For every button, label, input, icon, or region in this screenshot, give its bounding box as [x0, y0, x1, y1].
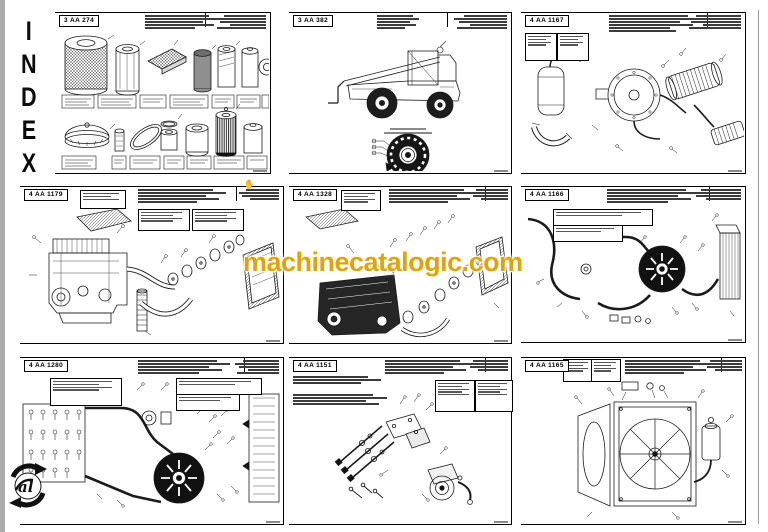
index-panel-air-intake-exhaust[interactable]: 4 AA 1167	[521, 12, 746, 174]
header-divider	[447, 13, 448, 27]
fineprint-models	[229, 360, 279, 375]
sheet-number-mark	[728, 170, 742, 172]
engine-transmission-2-diagram	[305, 208, 509, 337]
index-panel-filters[interactable]: 3 AA 274	[55, 12, 271, 174]
telehandler-diagram	[328, 40, 461, 171]
sheet-number-mark	[728, 339, 742, 341]
fineprint-descriptions	[609, 15, 705, 34]
index-letter: E	[21, 115, 37, 145]
note-stamp	[192, 209, 244, 231]
note-stamp	[591, 359, 621, 382]
fineprint-models	[233, 189, 279, 201]
index-panel-radiator[interactable]: 4 AA 1165	[521, 357, 746, 525]
sheet-number-mark	[266, 340, 280, 342]
fineprint-descriptions	[138, 360, 234, 375]
index-panel-engine-transmission[interactable]: 4 AA 1179 ✋	[20, 180, 284, 344]
brand-logo: al	[9, 463, 47, 508]
fineprint-models	[698, 360, 742, 372]
fineprint-models	[685, 189, 741, 201]
note-stamp	[475, 380, 513, 412]
hand-warning-icon: ✋	[243, 179, 255, 189]
fineprint-descriptions	[625, 360, 717, 375]
index-panel-machine-overview[interactable]: 3 AA 382	[289, 12, 512, 174]
note-stamp	[80, 190, 126, 209]
filters-diagram	[61, 34, 269, 170]
sheet-number-mark	[494, 521, 508, 523]
fineprint-list	[293, 376, 385, 385]
index-panel-cooling-fan-fittings[interactable]: 4 AA 1280	[20, 357, 284, 525]
sheet-number-mark	[728, 521, 742, 523]
index-panel-cooling-hoses-fan[interactable]: 4 AA 1166	[521, 186, 746, 343]
note-stamp	[138, 209, 190, 231]
fineprint-models	[208, 15, 266, 30]
note-stamp	[557, 33, 589, 61]
panel-code: 4 AA 1328	[293, 189, 338, 201]
panel-code: 4 AA 1167	[525, 15, 569, 27]
index-letter: X	[21, 148, 37, 178]
header-divider	[485, 358, 486, 372]
panel-code: 4 AA 1280	[24, 360, 69, 372]
fineprint-descriptions	[145, 15, 223, 30]
header-divider	[205, 13, 206, 27]
index-panel-brackets-bolts[interactable]: 4 AA 1151	[289, 357, 513, 525]
fineprint-descriptions	[389, 189, 481, 204]
fineprint-descriptions	[385, 360, 477, 375]
engine-transmission-diagram	[29, 208, 280, 336]
panel-code: 3 AA 382	[293, 15, 334, 27]
cooling-hoses-fan-diagram	[527, 209, 741, 324]
fineprint-models	[679, 15, 741, 30]
fineprint-descriptions	[377, 15, 421, 30]
sheet-number-mark	[266, 521, 280, 523]
panel-code: 4 AA 1151	[293, 360, 337, 372]
header-divider	[707, 13, 708, 27]
note-stamp	[176, 378, 262, 395]
fineprint-descriptions	[138, 189, 230, 204]
note-stamp	[341, 190, 381, 211]
header-divider	[721, 358, 722, 372]
fineprint-descriptions	[607, 189, 703, 204]
panel-code: 3 AA 274	[59, 15, 100, 27]
index-letter: D	[21, 82, 37, 112]
header-divider	[244, 358, 245, 372]
sheet-number-mark	[494, 340, 508, 342]
note-stamp	[176, 394, 240, 411]
sheet-number-mark	[253, 170, 267, 172]
panel-code: 4 AA 1165	[525, 360, 569, 372]
header-divider	[485, 187, 486, 201]
fineprint-models	[460, 360, 508, 372]
sheet-number-mark	[494, 170, 508, 172]
index-panel-engine-transmission-2[interactable]: 4 AA 1328	[289, 186, 512, 344]
viewer-edge-strip	[0, 0, 5, 532]
note-stamp	[435, 380, 475, 412]
cooling-fan-fittings-diagram	[22, 382, 280, 508]
page-right-edge	[758, 10, 759, 524]
index-letter: I	[25, 16, 32, 46]
fineprint-models	[447, 15, 507, 30]
note-stamp	[525, 33, 557, 61]
radiator-assembly-diagram	[574, 381, 734, 520]
index-letter: N	[21, 49, 37, 79]
note-stamp	[553, 209, 653, 226]
header-divider	[709, 187, 710, 201]
fineprint-list	[293, 394, 391, 406]
panel-code: 4 AA 1166	[525, 189, 569, 201]
header-divider	[236, 187, 237, 201]
index-title: I N D E X	[13, 18, 45, 177]
note-stamp	[50, 378, 122, 406]
brackets-bolts-diagram	[334, 393, 473, 505]
fineprint-models	[464, 189, 508, 201]
panel-code: 4 AA 1179	[24, 189, 68, 201]
note-stamp	[553, 225, 623, 242]
